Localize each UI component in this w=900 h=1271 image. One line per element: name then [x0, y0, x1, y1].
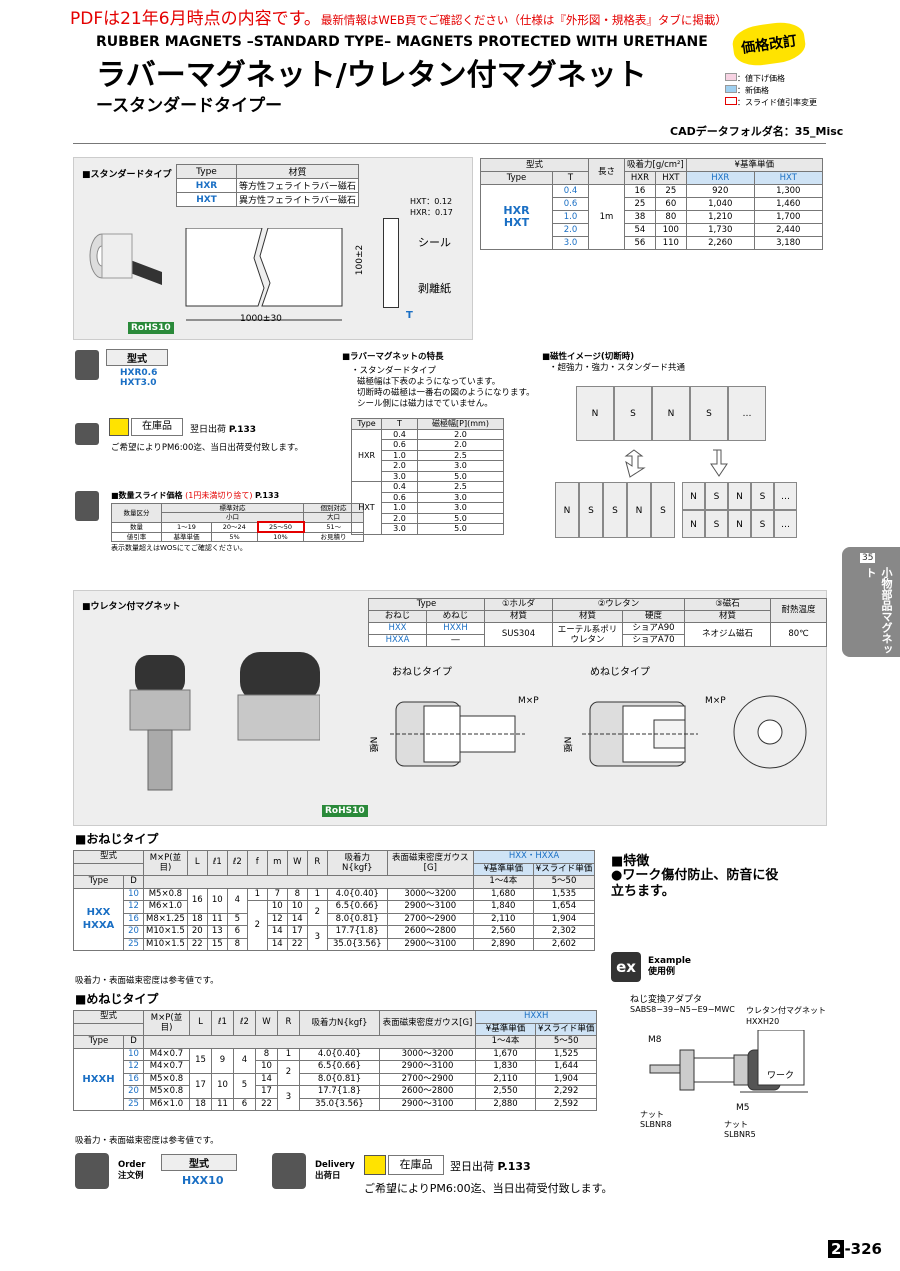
order-model-label: 型式: [106, 349, 168, 366]
yen-icon: [75, 491, 99, 521]
features-heading-2: ■特徴: [611, 854, 650, 869]
stock-label-2: 在庫品: [388, 1155, 444, 1175]
peel-label: 剥離紙: [418, 282, 451, 295]
phone-icon-2: [75, 1153, 109, 1189]
male-thread-note: 吸着力・表面磁束密度は参考値です。: [75, 976, 219, 986]
page-subtitle: ースタンダードタイプー: [96, 96, 283, 116]
page-number: 2-326: [828, 1240, 882, 1258]
male-type-label: おねじタイプ: [392, 667, 452, 678]
adapter-label: ねじ変換アダプタ: [630, 995, 703, 1005]
page-title: ラバーマグネット/ウレタン付マグネット: [96, 58, 647, 93]
adapter-code: SABS8−39−N5−E9−MWC: [630, 1005, 735, 1014]
price-revision-badge: 価格改訂: [730, 19, 808, 69]
rohs-badge-2: RoHS10: [322, 805, 368, 817]
delivery-note: ご希望によりPM6:00迄、当日出荷受付致します。: [364, 1182, 613, 1195]
female-thread-heading: ■めねじタイプ: [75, 992, 159, 1006]
magnet-label: ウレタン付マグネット: [746, 1006, 826, 1015]
mxp-label: M×P: [518, 696, 539, 706]
m5-label: M5: [736, 1103, 750, 1113]
hxr-thickness: HXR：0.17: [410, 208, 453, 217]
height-dim: 100±2: [355, 244, 366, 276]
features-text: ・スタンダードタイプ磁極幅は下表のようになっています。切断時の磁極は一番右の図の…: [351, 366, 535, 409]
seal-label: シール: [418, 236, 451, 249]
magnet-image-sub: ・超強力・強力・スタンダード共通: [549, 363, 686, 373]
stock-label: 在庫品: [131, 418, 183, 436]
price-legend: ：値下げ価格 ：新価格 ：スライド値引率変更: [725, 73, 817, 109]
magnet-image-heading: ■磁性イメージ(切断時): [542, 352, 635, 362]
magnet-code: HXXH20: [746, 1017, 780, 1026]
urethane-magnet-photo: [120, 650, 321, 800]
features-heading: ■ラバーマグネットの特長: [342, 352, 444, 362]
example-icon: ex: [611, 952, 641, 982]
truck-icon: [75, 423, 99, 445]
order-code: HXX10: [182, 1174, 224, 1187]
standard-type-heading: ■スタンダードタイプ: [82, 170, 172, 180]
rohs-badge: RoHS10: [128, 322, 174, 334]
stock-note: ご希望によりPM6:00迄、当日出荷受付致します。: [111, 443, 304, 453]
female-type-label: めねじタイプ: [590, 667, 650, 678]
length-dim: 1000±30: [240, 314, 282, 324]
arrow-left-icon: [622, 448, 646, 478]
male-thread-heading: ■おねじタイプ: [75, 832, 159, 846]
urethane-heading: ■ウレタン付マグネット: [82, 602, 181, 612]
example-drawing: [640, 1029, 810, 1110]
sheet-side-drawing: [383, 218, 399, 308]
front-view-drawing: [730, 692, 810, 772]
stock-shipping: 翌日出荷 P.133: [190, 425, 257, 435]
delivery-shipping: 翌日出荷 P.133: [450, 1160, 531, 1173]
header-divider: [73, 143, 826, 144]
stock-box-icon: [109, 418, 129, 436]
female-thread-note: 吸着力・表面磁束密度は参考値です。: [75, 1136, 219, 1146]
male-drawing: [380, 680, 530, 810]
side-category-tab[interactable]: 35 小物部品マグネット: [842, 547, 900, 657]
pdf-notice: PDFは21年6月時点の内容です。最新情報はWEB頁でご確認ください（仕様は『外…: [70, 9, 727, 29]
cad-folder: CADデータフォルダ名：35_Misc: [670, 125, 844, 138]
features-bullet: ●ワーク傷付防止、防音に役立ちます。: [611, 868, 779, 899]
m8-label: M8: [648, 1035, 662, 1045]
arrow-right-icon: [707, 448, 731, 478]
sheet-drawing: [184, 227, 344, 321]
t-label: T: [406, 310, 413, 321]
order-model-header: 型式: [161, 1154, 237, 1171]
slide-note: 表示数量超えはWOSにてご確認ください。: [111, 544, 247, 552]
hxt-thickness: HXT：0.12: [410, 197, 453, 206]
slide-heading: ■数量スライド価格 (1円未満切り捨て) P.133: [111, 491, 280, 500]
stock-box-icon-2: [364, 1155, 386, 1175]
n-pole-label-2: N極: [561, 736, 572, 753]
phone-icon: [75, 350, 99, 380]
mxp-label-2: M×P: [705, 696, 726, 706]
n-pole-label: N極: [367, 736, 378, 753]
female-drawing: [578, 680, 718, 810]
truck-icon-2: [272, 1153, 306, 1189]
rubber-roll-photo: [82, 210, 164, 290]
work-label: ワーク: [767, 1071, 795, 1081]
english-title: RUBBER MAGNETS –STANDARD TYPE– MAGNETS P…: [96, 34, 708, 50]
